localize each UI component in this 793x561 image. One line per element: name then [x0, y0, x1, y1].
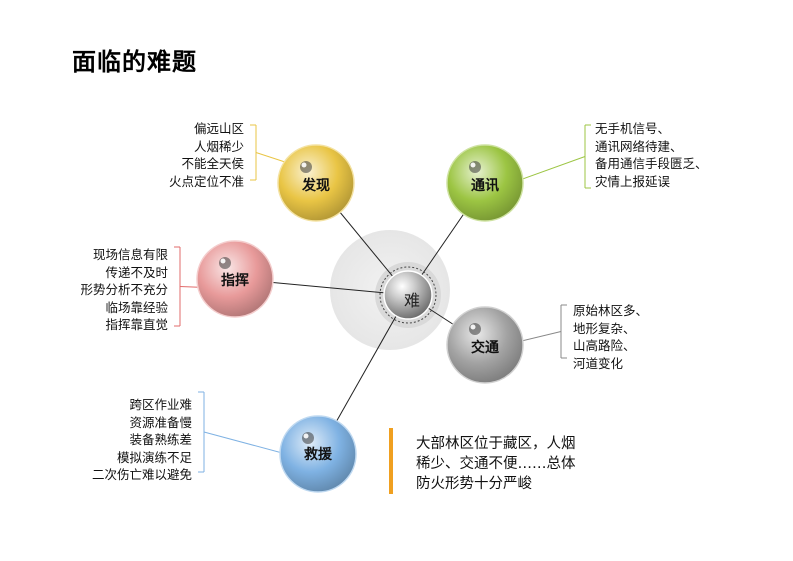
ball-glint-faxian: [301, 162, 307, 168]
notes-tongxun: 无手机信号、 通讯网络待建、 备用通信手段匮乏、 灾情上报延误: [595, 121, 708, 189]
node-label-jiaotong: 交通: [471, 340, 499, 356]
notes-jiuyuan: 跨区作业难 资源准备慢 装备熟练差 模拟演练不足 二次伤亡难以避免: [91, 397, 192, 482]
center-label: 难: [403, 291, 421, 310]
center-dotted-ring: [379, 266, 437, 324]
ball-jiuyuan: [279, 415, 357, 493]
ball-glint-zhihui: [220, 258, 226, 264]
ball-faxian: [277, 144, 355, 222]
connector-jiuyuan: [203, 431, 287, 455]
ball-glint-tongxun: [470, 162, 476, 168]
ball-glint-jiuyuan: [303, 433, 309, 439]
node-label-jiuyuan: 救援: [304, 447, 332, 463]
notes-faxian: 偏远山区 人烟稀少 不能全天侯 火点定位不准: [168, 121, 244, 189]
ball-highlight-tongxun: [469, 161, 481, 173]
node-label-zhihui: 指挥: [221, 273, 249, 289]
ball-highlight-jiaotong: [469, 323, 481, 335]
summary-accent-bar: [389, 428, 393, 494]
ball-zhihui: [196, 240, 274, 318]
ball-glint-jiaotong: [470, 324, 476, 330]
summary-text: 大部林区位于藏区，人烟 稀少、交通不便……总体 防火形势十分严峻: [416, 436, 576, 492]
ball-highlight-jiuyuan: [302, 432, 314, 444]
notes-jiaotong: 原始林区多、 地形复杂、 山高路险、 河道变化: [573, 303, 649, 371]
notes-zhihui: 现场信息有限 传递不及时 形势分析不充分 临场靠经验 指挥靠直觉: [80, 247, 168, 332]
node-label-tongxun: 通讯: [471, 178, 499, 194]
ball-tongxun: [446, 144, 524, 222]
center-ball: [383, 270, 433, 320]
node-label-faxian: 发现: [302, 178, 330, 194]
ball-highlight-zhihui: [219, 257, 231, 269]
ball-jiaotong: [446, 306, 524, 384]
ball-highlight-faxian: [300, 161, 312, 173]
page-title: 面临的难题: [72, 48, 197, 76]
connector-faxian: [255, 152, 286, 163]
